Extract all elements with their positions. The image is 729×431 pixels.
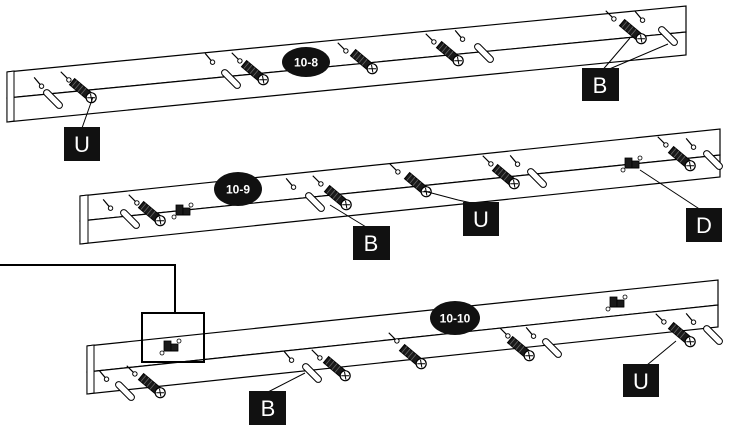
part-label: B [261,396,276,421]
part-label: U [633,369,649,394]
part-callout-b: B [249,372,306,425]
step-badge: 10-10 [430,301,480,335]
part-callout-u: U [64,96,100,161]
board-end-face [86,344,95,395]
part-callout-u: U [423,190,499,236]
part-label: U [74,132,90,157]
part-label: D [696,213,712,238]
part-callout-u: U [623,340,677,397]
step-badge: 10-9 [214,172,262,206]
part-label: U [473,207,489,232]
zoom-callout-frame [0,264,205,363]
part-label: B [364,231,379,256]
part-label: B [593,73,608,98]
step-number: 10-9 [226,183,250,197]
step-badge: 10-8 [282,47,330,77]
step-number: 10-8 [294,56,318,70]
panel-step-10-8: 10-8 U B [6,5,687,161]
board-end-face [79,194,89,245]
part-callout-b: B [582,37,669,101]
part-callout-d: D [639,169,722,242]
part-callout-b: B [329,204,390,260]
board-end-face [6,70,15,123]
panel-step-10-10: 10-10 B U [0,264,725,425]
panel-step-10-9: 10-9 B U D [79,128,725,260]
step-number: 10-10 [440,312,471,326]
